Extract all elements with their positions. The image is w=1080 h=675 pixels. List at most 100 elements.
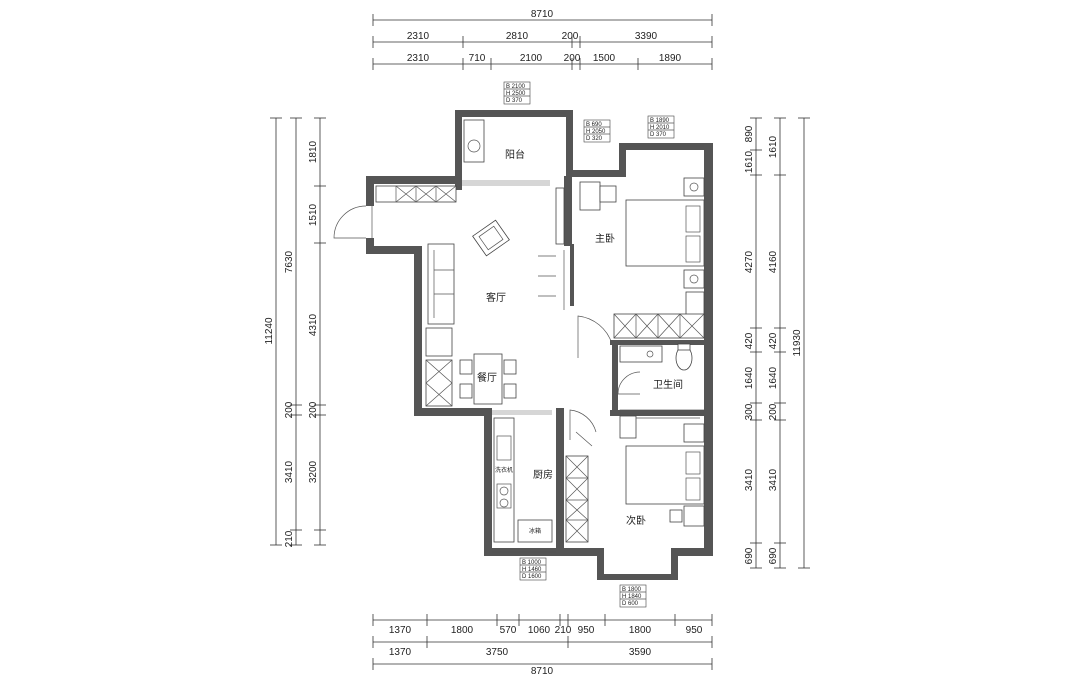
svg-text:B 1000: B 1000	[522, 560, 542, 566]
room-label-dining-room: 餐厅	[477, 371, 497, 384]
master-bed-icon	[625, 199, 705, 267]
second-bed-icon	[625, 445, 705, 505]
window-tag-second: B 1800 H 1840 D 600	[619, 584, 647, 608]
dim-left-r1-1: 200	[284, 401, 295, 418]
dim-top-r2-3: 200	[564, 53, 581, 64]
walls	[366, 110, 713, 580]
washer-label: 洗衣机	[495, 466, 513, 474]
dim-top-r1-2: 200	[562, 31, 579, 42]
dim-left-r1-2: 3410	[284, 460, 295, 483]
right-dimensions: 11930 1610 4160 420 1640 200 3410 690 89…	[744, 117, 810, 569]
dim-left-r1-0: 7630	[284, 250, 295, 273]
dim-right-r2-7: 690	[744, 547, 755, 564]
svg-text:H 2050: H 2050	[586, 129, 606, 135]
svg-text:B 2100: B 2100	[506, 84, 526, 90]
dim-left-r2-3: 200	[308, 401, 319, 418]
dim-right-r1-4: 200	[768, 403, 779, 420]
dim-top-r2-2: 2100	[520, 53, 543, 64]
dim-top-r1-3: 3390	[635, 31, 658, 42]
dim-right-r2-6: 3410	[744, 468, 755, 491]
dim-top-r2-4: 1500	[593, 53, 616, 64]
kitchen-counter-icon	[493, 417, 515, 543]
dim-right-r2-0: 890	[744, 125, 755, 142]
top-dimensions: 8710 2310 2810 200 3390 2310 710 2100 20…	[372, 9, 713, 70]
dim-left-r2-4: 3200	[308, 460, 319, 483]
dim-bot-r1-3: 1060	[528, 625, 551, 636]
svg-text:H 2500: H 2500	[506, 91, 526, 97]
svg-text:D 1600: D 1600	[522, 574, 542, 580]
dim-right-r1-6: 690	[768, 547, 779, 564]
dim-bot-r2-0: 1370	[389, 647, 412, 658]
dim-bot-r1-4: 210	[555, 625, 572, 636]
dim-bot-r2-1: 3750	[486, 647, 509, 658]
sink-icon	[619, 345, 663, 363]
room-label-bathroom: 卫生间	[653, 378, 683, 391]
dim-right-r2-2: 4270	[744, 250, 755, 273]
master-wardrobe-icon	[613, 313, 705, 339]
room-label-second-bedroom: 次卧	[626, 514, 646, 527]
dim-left-total: 11240	[264, 317, 275, 345]
fridge-icon	[517, 519, 553, 543]
washer-icon	[463, 119, 485, 163]
master-door-icon	[577, 315, 613, 358]
dim-left-r2-2: 4310	[308, 313, 319, 336]
dim-left-r2-1: 1510	[308, 203, 319, 226]
dim-bot-r1-7: 950	[686, 625, 703, 636]
thresholds	[462, 180, 552, 415]
dim-right-r1-1: 4160	[768, 250, 779, 273]
armchair-icon	[472, 219, 510, 257]
windows	[371, 112, 704, 578]
dim-right-r1-5: 3410	[768, 468, 779, 491]
dining-table-icon	[473, 353, 503, 405]
dim-right-r2-1: 1610	[744, 150, 755, 173]
dim-bot-r1-2: 570	[500, 625, 517, 636]
tv-cabinet-icon	[555, 187, 565, 245]
dim-right-r2-5: 300	[744, 403, 755, 420]
svg-text:H 1840: H 1840	[622, 594, 642, 600]
dim-top-r2-1: 710	[469, 53, 486, 64]
room-labels: 阳台 主卧 客厅 餐厅 卫生间 厨房 次卧 洗衣机 冰箱	[477, 148, 683, 535]
window-tag-kitchen: B 1000 H 1460 D 1600	[519, 557, 547, 581]
dim-bot-r1-1: 1800	[451, 625, 474, 636]
bottom-dimensions: 1370 1800 570 1060 210 950 1800 950 1370…	[372, 614, 713, 675]
desk-icon	[579, 181, 601, 211]
dim-top-r2-5: 1890	[659, 53, 682, 64]
dim-left-r1-3: 210	[284, 530, 295, 547]
window-tag-master: B 1890 H 2010 D 370	[647, 115, 675, 139]
dim-bot-r1-6: 1800	[629, 625, 652, 636]
dim-right-total: 11930	[792, 329, 803, 357]
svg-text:H 1460: H 1460	[522, 567, 542, 573]
dim-bottom-total: 8710	[531, 666, 554, 675]
living-storage-icon	[425, 359, 453, 407]
dim-top-r1-1: 2810	[506, 31, 529, 42]
room-label-master-bedroom: 主卧	[595, 232, 615, 245]
dim-bot-r2-2: 3590	[629, 647, 652, 658]
svg-text:D 370: D 370	[506, 98, 523, 104]
window-tag-balcony: B 2100 H 2500 D 370	[503, 81, 531, 105]
kitchen-door-icon	[569, 409, 597, 440]
sofa-icon	[427, 243, 455, 325]
room-label-living-room: 客厅	[486, 291, 506, 304]
dim-right-r2-3: 420	[744, 332, 755, 349]
dim-top-r1-0: 2310	[407, 31, 430, 42]
window-tag-small: B 690 H 2050 D 320	[583, 119, 611, 143]
left-dimensions: 11240 7630 200 3410 210 1810 1510 4310 2…	[264, 117, 326, 547]
furniture	[333, 119, 705, 543]
svg-text:B 1890: B 1890	[650, 118, 670, 124]
svg-text:B 1800: B 1800	[622, 587, 642, 593]
dim-bot-r1-0: 1370	[389, 625, 412, 636]
svg-text:D 370: D 370	[650, 132, 667, 138]
dim-right-r1-2: 420	[768, 332, 779, 349]
svg-text:D 320: D 320	[586, 136, 603, 142]
svg-text:D 600: D 600	[622, 601, 639, 607]
room-label-kitchen: 厨房	[533, 468, 553, 481]
fridge-label: 冰箱	[529, 527, 541, 535]
second-wardrobe-icon	[565, 455, 589, 543]
entrance-door-icon	[333, 205, 367, 239]
dim-right-r1-0: 1610	[768, 135, 779, 158]
dim-right-r2-4: 1640	[744, 366, 755, 389]
dim-top-r2-0: 2310	[407, 53, 430, 64]
svg-text:H 2010: H 2010	[650, 125, 670, 131]
dim-bot-r1-5: 950	[578, 625, 595, 636]
